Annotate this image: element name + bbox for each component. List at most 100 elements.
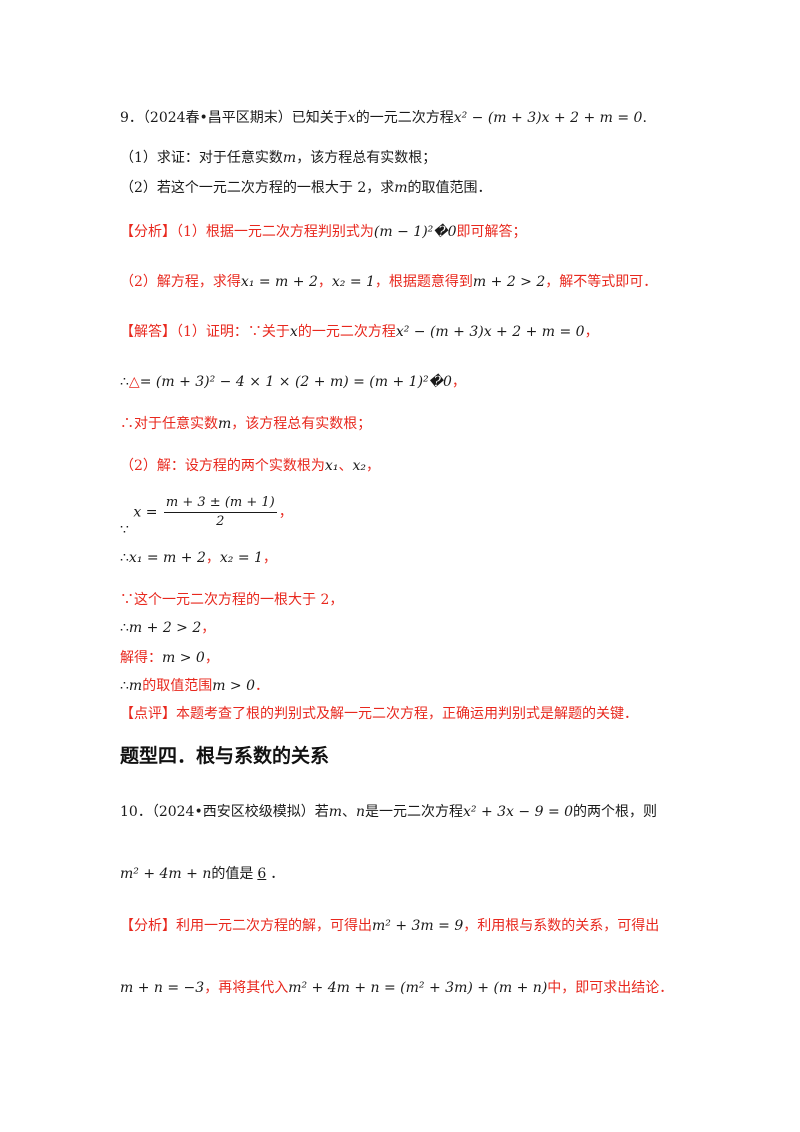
q9-sol1-prefix: （1）证明：∵关于 bbox=[176, 324, 290, 340]
q10-expr-suffix: 的值是 bbox=[211, 866, 254, 882]
q10-answer-suffix: ． bbox=[270, 866, 285, 882]
q9-ineq-suffix: ， bbox=[201, 620, 216, 636]
q9-frac-num: m + 3 ± (m + 1) bbox=[163, 494, 277, 513]
q9-conclusion1-prefix: ∴对于任意实数 bbox=[120, 416, 218, 432]
therefore-symbol: ∴ bbox=[120, 550, 129, 566]
q9-stem-prefix: 9．（2024春•昌平区期末）已知关于 bbox=[120, 110, 348, 126]
q9-equation: x² − (m + 3)x + 2 + m = 0 bbox=[453, 110, 643, 126]
q9-solution-fraction: ∵ x = m + 3 ± (m + 1) 2 ， bbox=[120, 494, 293, 538]
therefore-symbol: ∴ bbox=[120, 678, 129, 694]
q9-solution-1: 【解答】（1）证明：∵关于x的一元二次方程x² − (m + 3)x + 2 +… bbox=[120, 322, 599, 342]
q9-sol2-sep: 、 bbox=[338, 458, 353, 474]
q10-analysis-math3: m² + 4m + n = (m² + 3m) + (m + n) bbox=[288, 980, 548, 996]
q9-analysis2-ineq: m + 2 > 2 bbox=[472, 274, 546, 290]
q9-final-suffix: ． bbox=[255, 678, 270, 694]
q10-stem-mid: 是一元二次方程 bbox=[365, 804, 464, 820]
q10-stem-prefix: 10．（2024•西安区校级模拟）若 bbox=[120, 804, 329, 820]
var-x: x bbox=[289, 324, 298, 340]
q9-solved-prefix: 解得： bbox=[120, 650, 162, 666]
q9-stem-end: . bbox=[642, 110, 647, 126]
q9-sol2-suffix: ， bbox=[365, 458, 380, 474]
solution-tag: 【解答】 bbox=[120, 324, 176, 340]
comment-tag: 【点评】 bbox=[120, 706, 176, 722]
therefore-symbol: ∴ bbox=[120, 374, 129, 390]
q9-part1-prefix: （1）求证：对于任意实数 bbox=[120, 150, 283, 166]
q9-frac-lhs: x = bbox=[133, 504, 158, 521]
q9-sol2-prefix: （2）解：设方程的两个实数根为 bbox=[120, 458, 325, 474]
because-symbol: ∵ bbox=[120, 522, 129, 538]
var-m: m bbox=[218, 416, 232, 432]
q9-solution-ineq: ∴m + 2 > 2， bbox=[120, 618, 215, 638]
analysis-tag: 【分析】 bbox=[120, 918, 176, 934]
q10-analysis-math2: m + n = −3 bbox=[120, 980, 205, 996]
q10-answer: 6 bbox=[257, 866, 267, 882]
q9-part1: （1）求证：对于任意实数m，该方程总有实数根； bbox=[120, 148, 436, 168]
q9-part1-suffix: ，该方程总有实数根； bbox=[296, 150, 437, 166]
q9-given: ∵这个一元二次方程的一根大于 2， bbox=[120, 592, 344, 608]
var-m: m bbox=[128, 678, 143, 694]
q10-analysis-prefix: 利用一元二次方程的解，可得出 bbox=[176, 918, 372, 934]
delta-symbol: △ bbox=[128, 374, 140, 390]
q9-sol2-x2: x₂ bbox=[352, 458, 366, 474]
q9-roots-2: x₂ = 1 bbox=[219, 550, 263, 566]
therefore-symbol: ∴ bbox=[120, 620, 129, 636]
q9-solved-suffix: ， bbox=[204, 650, 219, 666]
q9-sol1-equation: x² − (m + 3)x + 2 + m = 0 bbox=[395, 324, 585, 340]
q9-part2: （2）若这个一元二次方程的一根大于 2，求m的取值范围． bbox=[120, 178, 492, 198]
analysis-tag: 【分析】 bbox=[120, 224, 176, 240]
q10-analysis-2: m + n = −3，再将其代入m² + 4m + n = (m² + 3m) … bbox=[120, 978, 673, 998]
q9-roots-1: x₁ = m + 2 bbox=[128, 550, 206, 566]
q10-analysis-mid2: ，再将其代入 bbox=[204, 980, 289, 996]
q9-final-mid: 的取值范围 bbox=[142, 678, 213, 694]
q9-conclusion1-suffix: ，该方程总有实数根； bbox=[231, 416, 372, 432]
q9-sol1-suffix: ， bbox=[584, 324, 599, 340]
q9-solution-final: ∴m的取值范围m > 0． bbox=[120, 676, 269, 696]
q9-analysis1-math: (m − 1)²�0 bbox=[373, 224, 457, 240]
q9-comment-text: 本题考查了根的判别式及解一元二次方程，正确运用判别式是解题的关键． bbox=[176, 706, 638, 722]
q9-ineq: m + 2 > 2 bbox=[128, 620, 202, 636]
q10-expr-math: m² + 4m + n bbox=[120, 866, 212, 882]
q10-equation: x² + 3x − 9 = 0 bbox=[463, 804, 574, 820]
q9-stem: 9．（2024春•昌平区期末）已知关于x的一元二次方程x² − (m + 3)x… bbox=[120, 108, 647, 128]
q9-analysis2-root1: x₁ = m + 2 bbox=[240, 274, 318, 290]
var-n: n bbox=[355, 804, 366, 820]
q9-fraction: m + 3 ± (m + 1) 2 bbox=[163, 494, 277, 531]
section-heading: 题型四．根与系数的关系 bbox=[120, 745, 330, 767]
q9-analysis2-prefix: （2）解方程，求得 bbox=[120, 274, 241, 290]
q9-final-math: m > 0 bbox=[212, 678, 256, 694]
q9-solution-solved: 解得：m > 0， bbox=[120, 648, 219, 668]
q9-delta-suffix: ， bbox=[451, 374, 466, 390]
q9-analysis-1: 【分析】（1）根据一元二次方程判别式为(m − 1)²�0即可解答； bbox=[120, 222, 527, 242]
q9-analysis2-root2: x₂ = 1 bbox=[331, 274, 375, 290]
var-m: m bbox=[282, 150, 297, 166]
q9-roots-sep: ， bbox=[205, 550, 220, 566]
q9-delta-math: = (m + 3)² − 4 × 1 × (2 + m) = (m + 1)²�… bbox=[139, 374, 452, 390]
q9-stem-mid: 的一元二次方程 bbox=[355, 110, 454, 126]
q10-analysis-1: 【分析】利用一元二次方程的解，可得出m² + 3m = 9，利用根与系数的关系，… bbox=[120, 916, 659, 936]
var-m: m bbox=[394, 180, 408, 196]
q10-analysis-suffix: 中，即可求出结论． bbox=[547, 980, 674, 996]
q10-analysis-math1: m² + 3m = 9 bbox=[372, 918, 464, 934]
q9-roots-suffix: ， bbox=[262, 550, 277, 566]
q10-stem: 10．（2024•西安区校级模拟）若m、n是一元二次方程x² + 3x − 9 … bbox=[120, 802, 657, 822]
q9-solution-roots: ∴x₁ = m + 2，x₂ = 1， bbox=[120, 548, 277, 568]
q9-analysis-2: （2）解方程，求得x₁ = m + 2，x₂ = 1，根据题意得到m + 2 >… bbox=[120, 272, 657, 292]
q9-frac-suffix: ， bbox=[278, 504, 293, 521]
var-x: x bbox=[347, 110, 356, 126]
q9-frac-den: 2 bbox=[216, 514, 225, 529]
q9-solution-delta: ∴△= (m + 3)² − 4 × 1 × (2 + m) = (m + 1)… bbox=[120, 372, 466, 392]
q9-solution-conclusion1: ∴对于任意实数m，该方程总有实数根； bbox=[120, 414, 371, 434]
q9-analysis2-sep: ， bbox=[317, 274, 332, 290]
q9-analysis1-prefix: （1）根据一元二次方程判别式为 bbox=[176, 224, 374, 240]
q9-sol1-mid: 的一元二次方程 bbox=[297, 324, 396, 340]
q9-part2-suffix: 的取值范围． bbox=[407, 180, 492, 196]
q9-comment: 【点评】本题考查了根的判别式及解一元二次方程，正确运用判别式是解题的关键． bbox=[120, 704, 638, 724]
q9-analysis2-mid: ，根据题意得到 bbox=[374, 274, 473, 290]
q9-part2-prefix: （2）若这个一元二次方程的一根大于 2，求 bbox=[120, 180, 395, 196]
q10-sep: 、 bbox=[341, 804, 356, 820]
q9-analysis1-suffix: 即可解答； bbox=[456, 224, 527, 240]
q10-analysis-mid: ，利用根与系数的关系，可得出 bbox=[463, 918, 660, 934]
q10-stem-suffix: 的两个根，则 bbox=[573, 804, 658, 820]
